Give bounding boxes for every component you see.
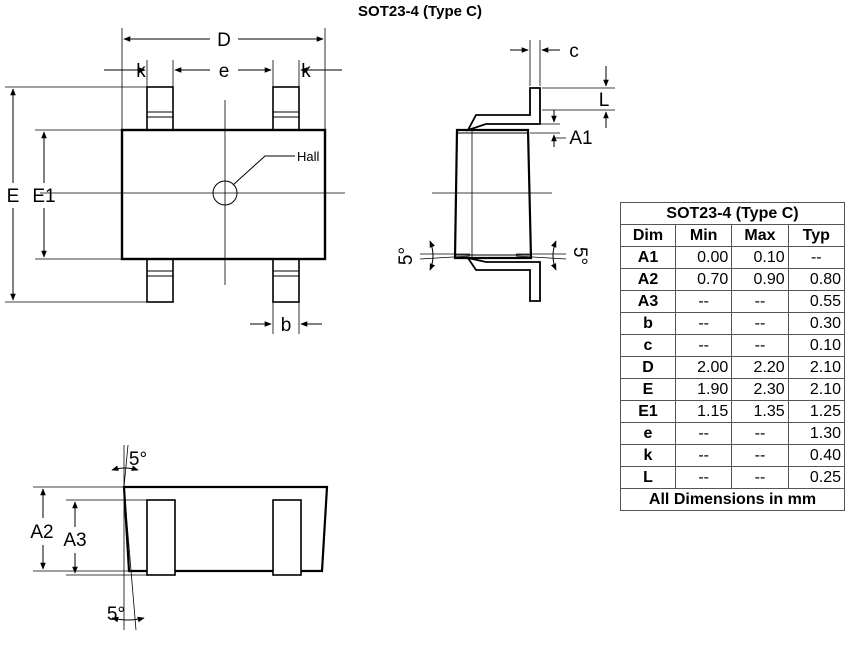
front-view: A2 A3 5° 5° [30, 444, 329, 631]
side-view: c L A1 5° 5° [396, 40, 615, 302]
dimension-value-cell: -- [731, 444, 789, 467]
dimension-label-A2: A2 [30, 522, 53, 543]
dimension-value-cell: -- [731, 312, 789, 335]
dimension-value-cell: 0.80 [787, 268, 846, 291]
dimension-name-cell: A1 [620, 246, 676, 269]
angle-label-right: 5° [569, 247, 590, 265]
dimension-value-cell: 0.25 [787, 466, 846, 489]
dimension-name-cell: E1 [620, 400, 676, 423]
dimension-name-cell: e [620, 422, 676, 445]
table-row: b----0.30 [620, 312, 846, 335]
dimension-label-E: E [7, 186, 20, 207]
dimension-name-cell: D [620, 356, 676, 379]
dimension-name-cell: A3 [620, 290, 676, 313]
column-header: Max [731, 224, 789, 247]
table-row: k----0.40 [620, 444, 846, 467]
dimension-name-cell: L [620, 466, 676, 489]
drawing-title: SOT23-4 (Type C) [358, 3, 482, 20]
angle-label-left: 5° [396, 247, 417, 265]
dimension-name-cell: A2 [620, 268, 676, 291]
dimension-name-cell: k [620, 444, 676, 467]
hall-element-circle [212, 180, 238, 206]
lead-top-left [146, 86, 174, 133]
dimension-value-cell: -- [731, 466, 789, 489]
dimension-value-cell: 0.40 [787, 444, 846, 467]
dimension-label-k-left: k [136, 61, 146, 82]
lead-bottom-right [272, 256, 300, 303]
hall-label: Hall [297, 149, 320, 164]
column-header: Min [674, 224, 733, 247]
dimension-value-cell: 2.10 [787, 378, 846, 401]
dimension-value-cell: 1.35 [731, 400, 789, 423]
front-view-lead-left [146, 499, 176, 576]
dimension-name-cell: c [620, 334, 676, 357]
dimension-value-cell: -- [674, 422, 733, 445]
dimension-name-cell: b [620, 312, 676, 335]
dimension-label-k-right: k [301, 61, 311, 82]
dimension-value-cell: -- [674, 334, 733, 357]
dimension-value-cell: 2.10 [787, 356, 846, 379]
dimension-label-L: L [599, 90, 610, 111]
table-footer: All Dimensions in mm [620, 488, 845, 511]
angle-label-top: 5° [129, 449, 147, 470]
dimension-value-cell: 2.00 [674, 356, 733, 379]
table-row: L----0.25 [620, 466, 846, 489]
dimension-value-cell: 1.30 [787, 422, 846, 445]
column-header: Dim [620, 224, 676, 247]
table-row: e----1.30 [620, 422, 846, 445]
column-header: Typ [787, 224, 846, 247]
dimension-value-cell: -- [731, 334, 789, 357]
dimension-label-A1: A1 [569, 128, 592, 149]
angle-label-bottom: 5° [107, 604, 125, 625]
dimension-label-E1: E1 [32, 186, 55, 207]
side-view-body [453, 128, 533, 260]
dimension-value-cell: 0.70 [674, 268, 733, 291]
dimension-value-cell: -- [674, 312, 733, 335]
dimension-value-cell: 0.00 [674, 246, 733, 269]
dimension-value-cell: 1.15 [674, 400, 733, 423]
dimension-value-cell: -- [674, 444, 733, 467]
dimension-value-cell: -- [787, 246, 846, 269]
package-body [120, 128, 327, 261]
dimension-label-e: e [219, 61, 230, 82]
hall-leader-line [232, 155, 295, 186]
table-title: SOT23-4 (Type C) [620, 202, 845, 225]
side-view-lead-top [466, 87, 541, 132]
table-row: c----0.10 [620, 334, 846, 357]
dimension-value-cell: -- [731, 422, 789, 445]
dimension-value-cell: 0.55 [787, 290, 846, 313]
dimension-value-cell: 0.30 [787, 312, 846, 335]
dimension-value-cell: 2.30 [731, 378, 789, 401]
dimension-value-cell: 0.90 [731, 268, 789, 291]
dimension-label-A3: A3 [63, 530, 86, 551]
dimension-name-cell: E [620, 378, 676, 401]
dimension-value-cell: -- [731, 290, 789, 313]
dimension-value-cell: -- [674, 466, 733, 489]
dimension-value-cell: 1.90 [674, 378, 733, 401]
dimension-value-cell: 0.10 [787, 334, 846, 357]
side-view-lead-bottom [466, 256, 541, 302]
table-row: A3----0.55 [620, 290, 846, 313]
dimension-value-cell: 0.10 [731, 246, 789, 269]
dimension-label-D: D [217, 30, 231, 51]
dimension-label-b: b [281, 315, 292, 336]
dimension-value-cell: 2.20 [731, 356, 789, 379]
dimension-value-cell: 1.25 [787, 400, 846, 423]
table-header-row: Dim Min Max Typ [620, 224, 846, 247]
dimension-value-cell: -- [674, 290, 733, 313]
front-view-lead-right [272, 499, 302, 576]
lead-bottom-left [146, 256, 174, 303]
top-view: Hall D k e k E E1 b [5, 28, 345, 336]
dimension-label-c: c [569, 41, 579, 62]
lead-top-right [272, 86, 300, 133]
